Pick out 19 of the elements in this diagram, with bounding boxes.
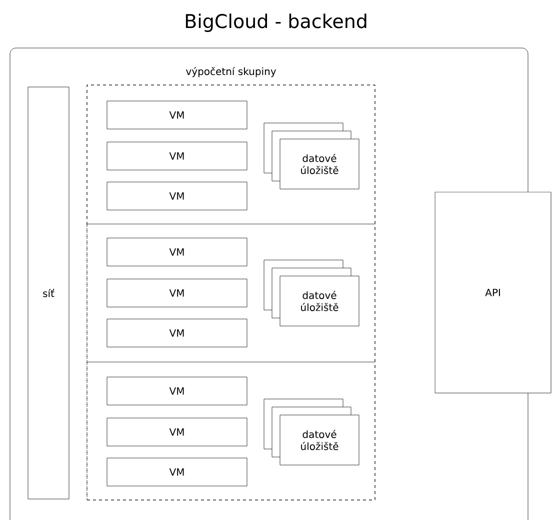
component-box: API xyxy=(434,192,552,394)
component-box: síť xyxy=(28,86,70,500)
vm-box: VM xyxy=(106,278,248,308)
storage-stack: datové úložiště xyxy=(264,122,360,190)
vm-box: VM xyxy=(106,142,248,170)
group-section xyxy=(86,84,376,224)
vm-box: VM xyxy=(106,458,248,486)
vm-box: VM xyxy=(106,182,248,210)
vm-box: VM xyxy=(106,100,248,130)
vm-box: VM xyxy=(106,376,248,406)
vm-box: VM xyxy=(106,318,248,348)
storage-stack: datové úložiště xyxy=(264,260,360,326)
group-heading: výpočetní skupiny xyxy=(186,67,276,78)
group-section xyxy=(86,224,376,362)
vm-box: VM xyxy=(106,418,248,446)
vm-box: VM xyxy=(106,238,248,266)
storage-stack: datové úložiště xyxy=(264,398,360,466)
group-section xyxy=(86,362,376,500)
title: BigCloud - backend xyxy=(186,14,366,32)
